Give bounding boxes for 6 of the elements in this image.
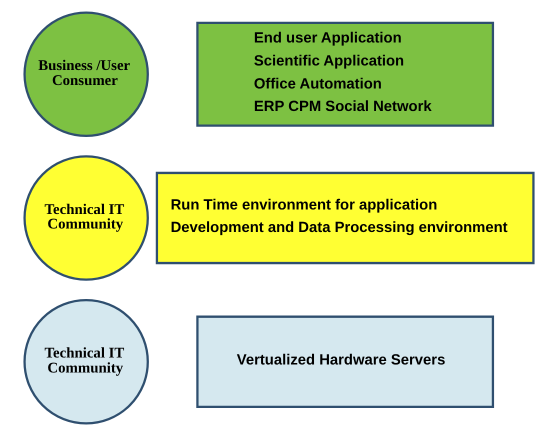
node-box: Run Time environment for application Development and Data Processing environment (155, 172, 534, 264)
node-circle: Business /User Consumer (22, 11, 148, 137)
node-box: End user Application Scientific Application Office Automation ERP CPM Social Network (196, 22, 494, 127)
node-box: Vertualized Hardware Servers (196, 316, 494, 408)
node-circle: Technical IT Community (22, 155, 148, 281)
node-circle: Technical IT Community (22, 299, 148, 425)
